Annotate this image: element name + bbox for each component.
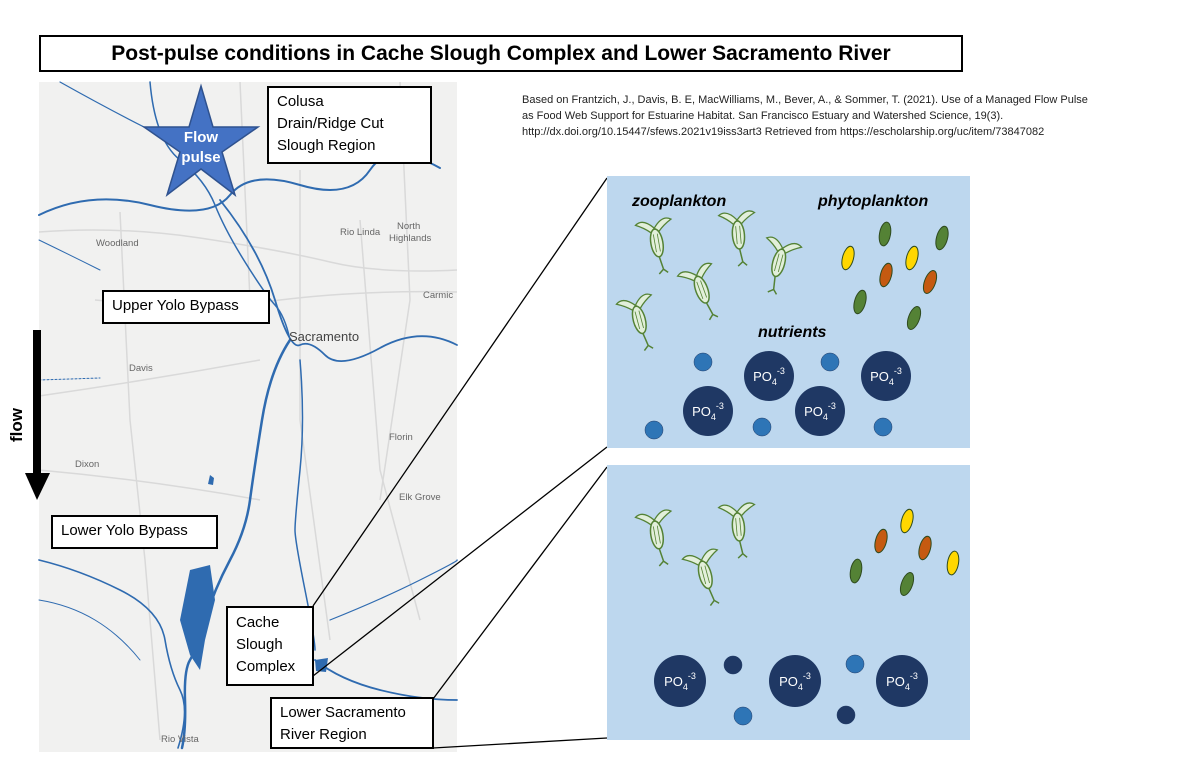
nutrient-dot xyxy=(873,417,893,437)
place-rio-linda: Rio Linda xyxy=(340,227,381,238)
place-woodland: Woodland xyxy=(96,238,139,249)
nutrient-dot xyxy=(836,705,856,725)
phytoplankton-cell xyxy=(935,225,949,251)
nutrient-dot xyxy=(733,706,753,726)
flow-label: flow xyxy=(7,407,26,442)
phosphate-molecule: PO4-3 xyxy=(769,655,821,707)
phytoplankton-cell xyxy=(905,245,919,271)
flow-arrow-head xyxy=(25,473,50,500)
phosphate-molecule: PO4-3 xyxy=(861,351,911,401)
phytoplankton-cell xyxy=(946,550,960,576)
phytoplankton-group xyxy=(841,221,949,330)
phytoplankton-cell xyxy=(918,535,932,561)
place-north-highlands-1: North xyxy=(397,221,420,232)
zooplankton-icon xyxy=(717,502,756,559)
flow-arrow-shaft xyxy=(33,330,41,475)
region-cache-slough-line1: Cache xyxy=(236,614,280,631)
zooplankton-group xyxy=(634,502,756,606)
region-cache-slough: Cache Slough Complex xyxy=(226,606,314,686)
zooplankton-icon xyxy=(717,210,756,267)
region-lower-sac-line2: River Region xyxy=(280,726,367,743)
connector-top-2 xyxy=(312,446,608,677)
citation-line-1: Based on Frantzich, J., Davis, B. E, Mac… xyxy=(522,94,1088,106)
phytoplankton-cell xyxy=(899,572,915,596)
star-label-line2: pulse xyxy=(181,149,220,166)
region-lower-yolo: Lower Yolo Bypass xyxy=(51,515,218,549)
phytoplankton-cell xyxy=(853,289,867,315)
nutrient-dot xyxy=(723,655,743,675)
map-rivers xyxy=(38,81,458,750)
region-lower-sacramento: Lower Sacramento River Region xyxy=(270,697,434,749)
flow-arrow: flow xyxy=(7,330,50,500)
place-elk-grove: Elk Grove xyxy=(399,492,441,503)
citation: Based on Frantzich, J., Davis, B. E, Mac… xyxy=(522,92,1182,140)
region-colusa-line3: Slough Region xyxy=(277,137,376,154)
zooplankton-icon xyxy=(681,548,720,606)
nutrient-dot xyxy=(845,654,865,674)
phosphate-molecule: PO4-3 xyxy=(654,655,706,707)
flow-pulse-star: Flow pulse xyxy=(141,83,261,198)
region-colusa: Colusa Drain/Ridge Cut Slough Region xyxy=(267,86,432,164)
phosphate-molecule: PO4-3 xyxy=(744,351,794,401)
zooplankton-icon xyxy=(634,217,673,275)
connector-bottom-2 xyxy=(432,737,608,749)
place-carmichael: Carmic xyxy=(423,290,453,301)
panel-top: zooplankton phytoplankton nutrients PO4-… xyxy=(607,176,970,448)
place-north-highlands-2: Highlands xyxy=(389,233,431,244)
phosphate-molecule: PO4-3 xyxy=(795,386,845,436)
nutrients-label: nutrients xyxy=(758,324,827,341)
zooplankton-icon xyxy=(634,509,673,567)
region-colusa-line1: Colusa xyxy=(277,93,324,110)
region-upper-yolo: Upper Yolo Bypass xyxy=(102,290,270,324)
yolo-lake xyxy=(180,565,215,670)
place-sacramento: Sacramento xyxy=(289,329,359,344)
nutrient-dot xyxy=(820,352,840,372)
nutrient-dot xyxy=(693,352,713,372)
place-florin: Florin xyxy=(389,432,413,443)
nutrient-dot xyxy=(644,420,664,440)
phytoplankton-cell xyxy=(849,558,863,584)
zooplankton-label: zooplankton xyxy=(631,193,726,210)
phosphate-molecule: PO4-3 xyxy=(876,655,928,707)
star-label-line1: Flow xyxy=(184,129,218,146)
zooplankton-icon xyxy=(765,236,803,295)
nutrient-dot xyxy=(752,417,772,437)
place-rio-vista: Rio Vista xyxy=(161,734,200,745)
region-lower-sac-line1: Lower Sacramento xyxy=(280,704,406,721)
place-davis: Davis xyxy=(129,363,153,374)
phytoplankton-cell xyxy=(906,306,922,330)
cache-slough-water xyxy=(315,658,328,672)
phytoplankton-cell xyxy=(900,508,914,534)
phytoplankton-label: phytoplankton xyxy=(817,193,928,210)
connector-lines xyxy=(312,177,608,749)
phosphate-molecule: PO4-3 xyxy=(683,386,733,436)
phytoplankton-cell xyxy=(874,528,888,554)
place-dixon: Dixon xyxy=(75,459,99,470)
zooplankton-group xyxy=(615,210,803,351)
phytoplankton-cell xyxy=(879,262,893,288)
zooplankton-icon xyxy=(676,262,719,321)
phytoplankton-group xyxy=(849,508,960,596)
connector-top-1 xyxy=(312,177,608,607)
star-shape xyxy=(141,83,261,198)
phytoplankton-cell xyxy=(878,221,892,247)
citation-line-3: http://dx.doi.org/10.15447/sfews.2021v19… xyxy=(522,126,1045,138)
nutrient-group: PO4-3 PO4-3 PO4-3 xyxy=(654,654,928,726)
pond xyxy=(208,475,214,485)
panel-bottom: PO4-3 PO4-3 PO4-3 xyxy=(607,465,970,740)
page-title: Post-pulse conditions in Cache Slough Co… xyxy=(39,35,963,72)
phytoplankton-cell xyxy=(922,270,938,294)
region-cache-slough-line3: Complex xyxy=(236,658,296,675)
phytoplankton-cell xyxy=(841,245,855,271)
region-colusa-line2: Drain/Ridge Cut xyxy=(277,115,384,132)
zooplankton-icon xyxy=(615,293,654,351)
connector-bottom-1 xyxy=(432,466,608,700)
citation-line-2: as Food Web Support for Estuarine Habita… xyxy=(522,110,1004,122)
region-cache-slough-line2: Slough xyxy=(236,636,283,653)
